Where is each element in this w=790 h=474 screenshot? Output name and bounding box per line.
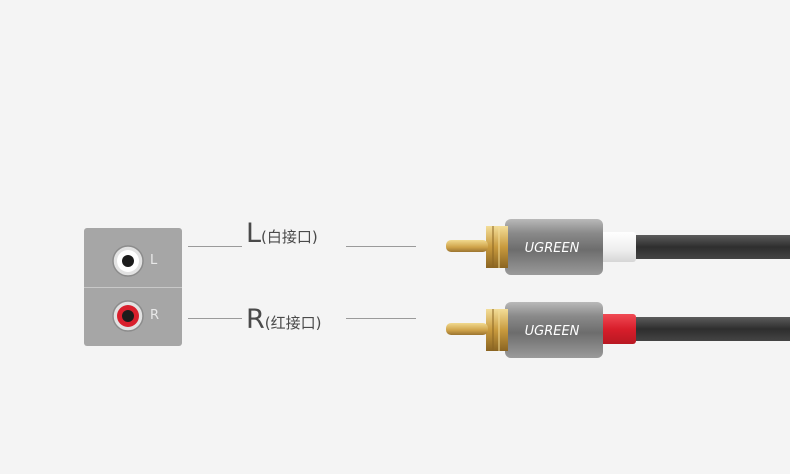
red-jack-icon <box>112 300 144 332</box>
connector-line <box>346 318 416 319</box>
connector-line <box>188 318 242 319</box>
right-channel-label: R(红接口) <box>246 304 321 335</box>
brand-logo-left: UGREEN <box>525 241 580 256</box>
connector-line <box>188 246 242 247</box>
white-jack-icon <box>112 245 144 277</box>
left-channel-label: L(白接口) <box>246 218 318 249</box>
right-channel-letter: R <box>246 304 265 335</box>
right-channel-desc: (红接口) <box>264 314 322 332</box>
connector-line <box>346 246 416 247</box>
jack-letter-right: R <box>150 308 160 323</box>
left-channel-letter: L <box>246 218 262 249</box>
jack-letter-left: L <box>150 253 158 268</box>
white-rca-plug-icon <box>446 219 790 275</box>
left-channel-desc: (白接口) <box>261 228 318 246</box>
panel-divider <box>84 287 182 288</box>
brand-logo-right: UGREEN <box>525 324 580 339</box>
red-rca-plug-icon <box>446 302 790 358</box>
